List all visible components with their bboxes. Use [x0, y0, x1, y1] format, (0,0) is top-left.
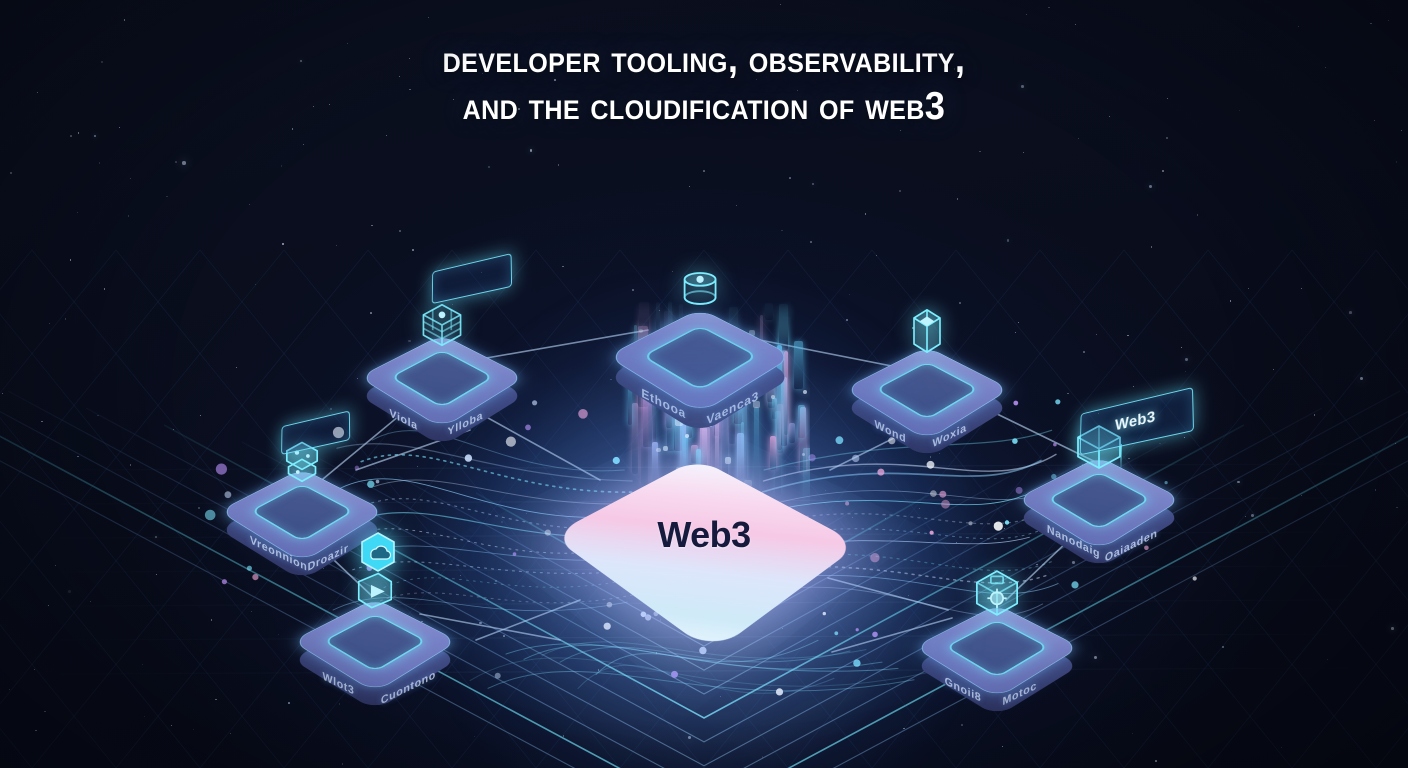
page-title: Developer Tooling, Observability, and th…: [0, 36, 1408, 130]
database-shield-icon: [668, 254, 733, 319]
title-line-1: Developer Tooling, Observability,: [442, 38, 966, 81]
core-label: Web3: [657, 514, 751, 555]
web3-core-node[interactable]: Web3: [422, 272, 986, 768]
banner-stem: [1120, 444, 1122, 470]
tower-prism-icon: [898, 302, 956, 360]
grid-cube-icon: [413, 296, 471, 354]
title-line-2: and the Cloudification of Web3: [462, 85, 946, 128]
gear-cube-icon: [968, 564, 1026, 622]
cloud-shield-hex-icon: [360, 532, 396, 577]
node-banner-label: Web3: [1114, 408, 1156, 435]
